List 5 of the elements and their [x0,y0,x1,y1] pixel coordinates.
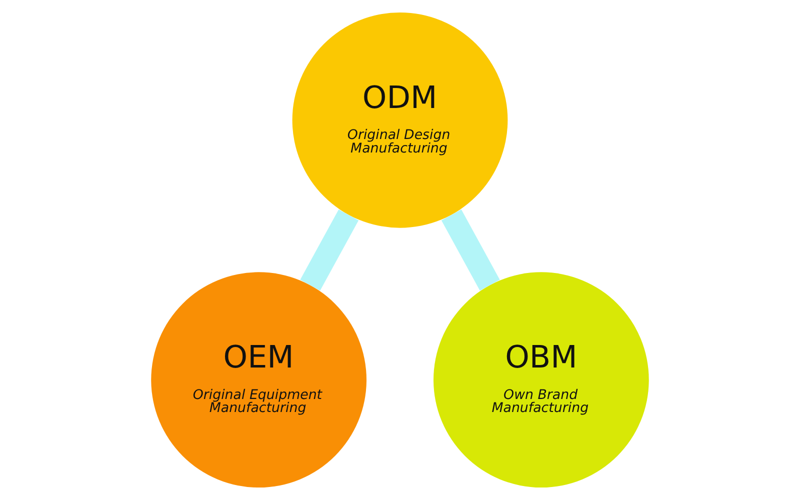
connector [441,209,500,291]
node-circle: OEM Original Equipment Manufacturing [151,272,366,488]
connector [300,209,359,291]
node-circle: ODM Original Design Manufacturing [292,12,508,228]
node-circle: OBM Own Brand Manufacturing [434,272,649,488]
